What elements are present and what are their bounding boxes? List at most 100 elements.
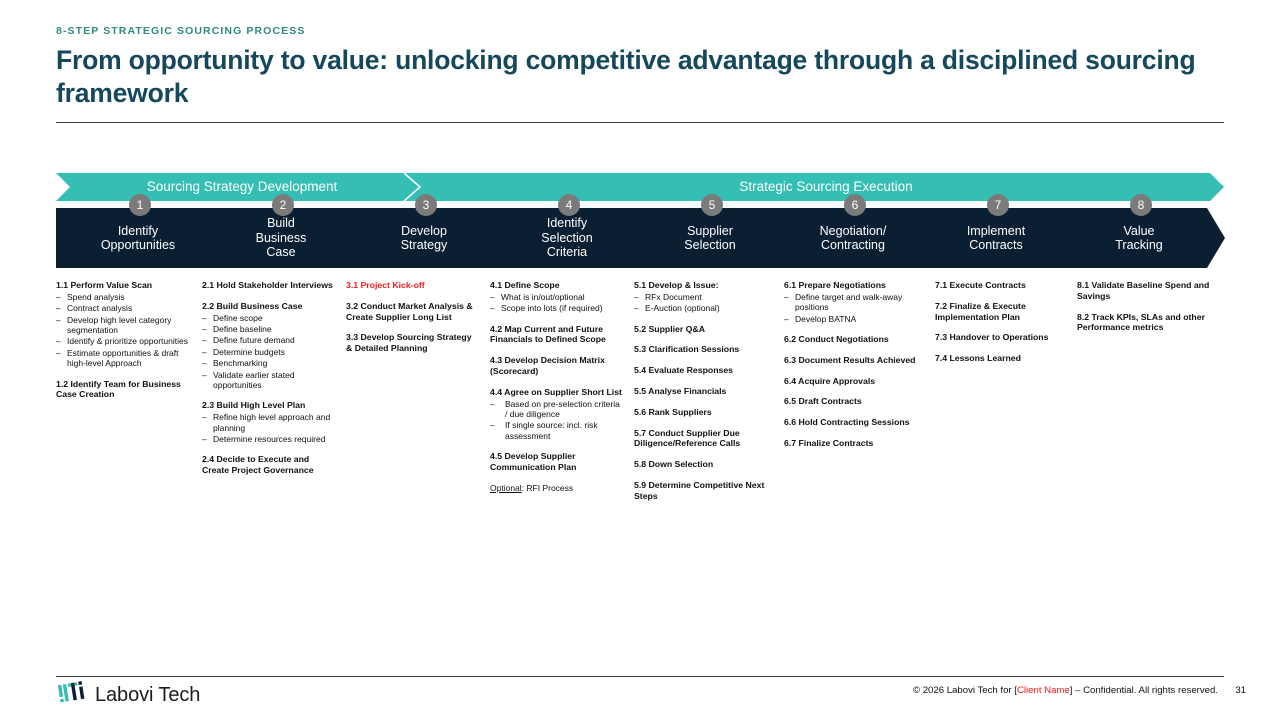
step-chevron-1[interactable]: 1 Identify Opportunities <box>56 194 224 268</box>
step-chevron-2[interactable]: 2 Build Business Case <box>199 194 367 268</box>
brand-logo: Labovi Tech <box>58 681 200 708</box>
step-number-badge: 1 <box>129 194 151 216</box>
detail-item-heading: 5.5 Analyse Financials <box>634 386 727 396</box>
detail-item-heading: 4.1 Define Scope <box>490 280 560 290</box>
step-label: Build Business Case <box>255 216 307 260</box>
detail-item: 7.1 Execute Contracts <box>935 280 1067 291</box>
step-chevron-7[interactable]: 7 Implement Contracts <box>914 194 1082 268</box>
step-chevron-4[interactable]: 4 Identify Selection Criteria <box>485 194 653 268</box>
detail-item: 5.9 Determine Competitive Next Steps <box>634 480 766 502</box>
detail-bullet: Based on pre-selection criteria / due di… <box>490 399 622 420</box>
phase-label-sourcing-execution: Strategic Sourcing Execution <box>739 179 913 194</box>
detail-bullet-list: Refine high level approach and planningD… <box>202 412 334 445</box>
phase-banner: Sourcing Strategy Development Strategic … <box>56 173 1224 201</box>
detail-item-heading: 4.2 Map Current and Future Financials to… <box>490 323 606 345</box>
detail-bullet: If single source: incl. risk assessment <box>490 420 622 441</box>
step-label: Supplier Selection <box>684 223 736 253</box>
detail-item: 4.5 Develop Supplier Communication Plan <box>490 451 622 473</box>
detail-item-heading: 3.1 Project Kick-off <box>346 280 425 290</box>
detail-bullet: Benchmarking <box>202 358 334 369</box>
copyright-notice: © 2026 Labovi Tech for [Client Name] – C… <box>913 684 1218 697</box>
detail-bullet: Estimate opportunities & draft high-leve… <box>56 348 188 369</box>
detail-bullet: Define scope <box>202 313 334 324</box>
step-number-badge: 6 <box>844 194 866 216</box>
page-title: From opportunity to value: unlocking com… <box>56 45 1196 108</box>
step-number-badge: 7 <box>987 194 1009 216</box>
step-chevron-6[interactable]: 6 Negotiation/ Contracting <box>771 194 939 268</box>
detail-item-heading: 5.7 Conduct Supplier Due Diligence/Refer… <box>634 427 741 449</box>
page-number: 31 <box>1235 685 1246 696</box>
detail-item-heading: 7.4 Lessons Learned <box>935 353 1021 364</box>
header-divider <box>56 122 1224 123</box>
detail-item: 2.4 Decide to Execute and Create Project… <box>202 454 334 476</box>
detail-item-heading: 6.5 Draft Contracts <box>784 396 862 407</box>
step-label: Negotiation/ Contracting <box>819 223 887 253</box>
step-chevron-shape <box>342 208 510 268</box>
detail-column-7: 7.1 Execute Contracts 7.2 Finalize & Exec… <box>935 280 1067 364</box>
detail-item-heading: 6.1 Prepare Negotiations <box>784 280 886 290</box>
step-chevron-shape <box>771 208 939 268</box>
detail-item: 4.4 Agree on Supplier Short ListBased on… <box>490 387 622 441</box>
detail-bullet: Determine budgets <box>202 347 334 358</box>
detail-bullet: Develop BATNA <box>784 314 924 325</box>
step-chevron-shape <box>1057 208 1225 268</box>
step-number-badge: 4 <box>558 194 580 216</box>
detail-bullet: RFx Document <box>634 292 766 303</box>
detail-item: 2.2 Build Business CaseDefine scopeDefin… <box>202 301 334 391</box>
detail-item: 7.2 Finalize & Execute Implementation Pl… <box>935 301 1067 323</box>
detail-column-8: 8.1 Validate Baseline Spend and Savings 8… <box>1077 280 1219 333</box>
detail-bullet-list: RFx DocumentE-Auction (optional) <box>634 292 766 314</box>
step-label: Implement Contracts <box>966 223 1026 253</box>
process-step-chevrons: 1 Identify Opportunities 2 Build Busines… <box>56 194 1225 268</box>
detail-item-heading: 3.2 Conduct Market Analysis & Create Sup… <box>346 300 473 322</box>
step-number-badge: 3 <box>415 194 437 216</box>
detail-item-heading: 1.1 Perform Value Scan <box>56 280 153 290</box>
detail-item: 1.1 Perform Value ScanSpend analysisCont… <box>56 280 188 369</box>
detail-item-heading: 5.2 Supplier Q&A <box>634 323 705 334</box>
detail-item-heading: 6.2 Conduct Negotiations <box>784 334 889 345</box>
step-chevron-3[interactable]: 3 Develop Strategy <box>342 194 510 268</box>
detail-bullet-list: Based on pre-selection criteria / due di… <box>490 399 622 442</box>
detail-item: 6.4 Acquire Approvals <box>784 376 924 387</box>
step-label: Identify Selection Criteria <box>541 216 593 260</box>
detail-note: Optional: RFI Process <box>490 483 622 493</box>
step-detail-columns: 1.1 Perform Value ScanSpend analysisCont… <box>56 280 1236 640</box>
footer-divider <box>56 676 1224 677</box>
step-chevron-5[interactable]: 5 Supplier Selection <box>628 194 796 268</box>
step-number-badge: 5 <box>701 194 723 216</box>
detail-item: 5.3 Clarification Sessions <box>634 344 766 355</box>
phase-label-strategy-development: Sourcing Strategy Development <box>146 179 338 194</box>
detail-item: 5.2 Supplier Q&A <box>634 324 766 335</box>
step-chevron-shape <box>914 208 1082 268</box>
detail-item: 3.1 Project Kick-off <box>346 280 478 291</box>
detail-item: 2.3 Build High Level PlanRefine high lev… <box>202 400 334 444</box>
detail-item-heading: 2.4 Decide to Execute and Create Project… <box>202 454 314 476</box>
detail-bullet: Determine resources required <box>202 434 334 445</box>
step-label: Value Tracking <box>1115 223 1163 253</box>
detail-item-heading: 2.3 Build High Level Plan <box>202 400 306 411</box>
detail-item: 4.1 Define ScopeWhat is in/out/optionalS… <box>490 280 622 314</box>
detail-item-heading: 5.6 Rank Suppliers <box>634 406 712 417</box>
detail-item-heading: 7.3 Handover to Operations <box>935 332 1049 343</box>
detail-item-heading: 4.5 Develop Supplier Communication Plan <box>490 451 577 473</box>
phase-banner-arrow-shape <box>56 173 1224 201</box>
detail-item: 3.3 Develop Sourcing Strategy & Detailed… <box>346 332 478 354</box>
detail-item: 8.1 Validate Baseline Spend and Savings <box>1077 280 1219 302</box>
detail-item-heading: 6.3 Document Results Achieved <box>784 354 916 365</box>
detail-item-heading: 5.8 Down Selection <box>634 459 714 470</box>
detail-bullet: Validate earlier stated opportunities <box>202 370 334 391</box>
labovi-tech-logo-icon <box>58 681 85 703</box>
brand-name: Labovi Tech <box>95 683 201 706</box>
detail-item: 6.7 Finalize Contracts <box>784 438 924 449</box>
step-chevron-shape <box>485 208 653 268</box>
detail-item: 5.1 Develop & Issue:RFx DocumentE-Auctio… <box>634 280 766 314</box>
detail-item-heading: 6.4 Acquire Approvals <box>784 375 876 386</box>
detail-item-heading: 8.2 Track KPIs, SLAs and other Performan… <box>1077 311 1205 333</box>
step-chevron-8[interactable]: 8 Value Tracking <box>1057 194 1225 268</box>
detail-column-6: 6.1 Prepare NegotiationsDefine target an… <box>784 280 924 449</box>
detail-item-heading: 4.3 Develop Decision Matrix (Scorecard) <box>490 355 605 376</box>
detail-item-heading: 5.4 Evaluate Responses <box>634 365 733 376</box>
detail-item: 5.7 Conduct Supplier Due Diligence/Refer… <box>634 428 766 450</box>
copyright-prefix: © 2026 Labovi Tech for [ <box>912 685 1017 696</box>
detail-bullet: What is in/out/optional <box>490 292 622 303</box>
